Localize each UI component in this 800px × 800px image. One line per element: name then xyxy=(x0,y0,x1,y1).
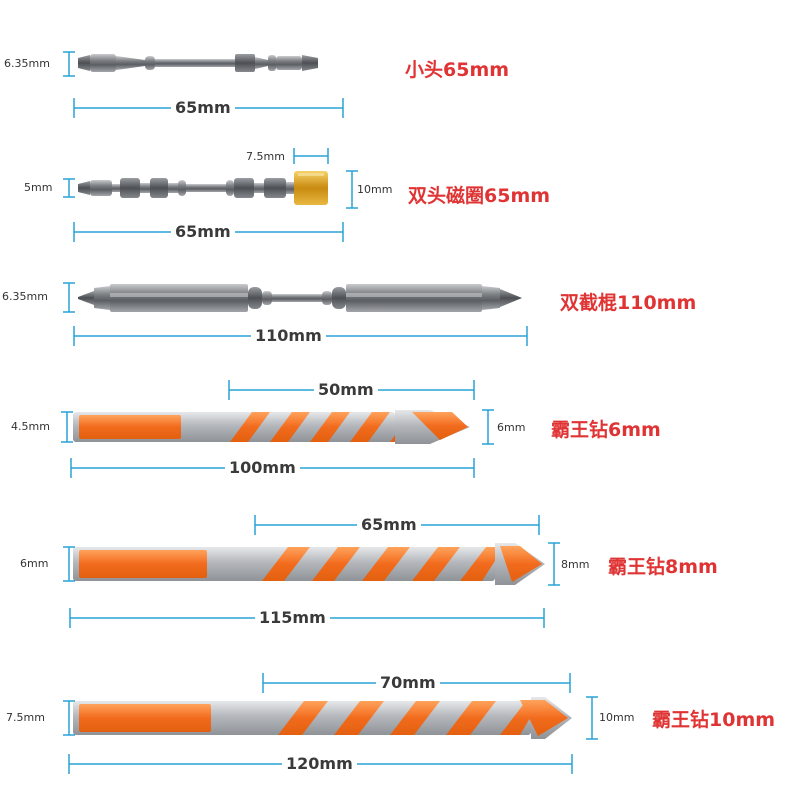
drill-1-tip-label: 6mm xyxy=(497,421,526,434)
drill-2-shank-label: 6mm xyxy=(20,557,49,570)
bit-1-diameter-label: 6.35mm xyxy=(4,57,50,70)
bit-2-drawing xyxy=(78,171,328,205)
drill-3-drawing xyxy=(73,697,572,739)
bit-1-caption: 小头65mm xyxy=(405,59,510,81)
drill-1-flute-label: 50mm xyxy=(314,380,378,399)
drill-1-length-label: 100mm xyxy=(225,458,300,477)
bit-3-drawing xyxy=(78,284,522,312)
drill-1-caption: 霸王钻6mm xyxy=(551,419,661,441)
dimension-lines xyxy=(61,51,598,774)
bit-1-length-label: 65mm xyxy=(171,98,235,117)
drill-2-caption: 霸王钻8mm xyxy=(608,556,718,578)
bit-2-length-label: 65mm xyxy=(171,222,235,241)
bit-2-diameter-label: 5mm xyxy=(24,181,53,194)
drill-1-shank-label: 4.5mm xyxy=(11,420,50,433)
bit-3-length-label: 110mm xyxy=(251,326,326,345)
drill-2-tip-label: 8mm xyxy=(561,558,590,571)
drill-2-flute-label: 65mm xyxy=(357,515,421,534)
bit-3-caption: 双截棍110mm xyxy=(560,292,697,314)
bit-1-drawing xyxy=(78,54,318,72)
drill-3-tip-label: 10mm xyxy=(599,711,635,724)
drill-2-drawing xyxy=(73,543,545,585)
bit-3-diameter-label: 6.35mm xyxy=(2,290,48,303)
drill-1-drawing xyxy=(73,410,470,444)
bit-2-ring-width-label: 7.5mm xyxy=(246,150,285,163)
drill-3-flute-label: 70mm xyxy=(376,673,440,692)
drill-3-length-label: 120mm xyxy=(282,754,357,773)
drill-3-caption: 霸王钻10mm xyxy=(652,709,776,731)
drill-3-shank-label: 7.5mm xyxy=(6,711,45,724)
bit-2-ring-diameter-label: 10mm xyxy=(357,183,393,196)
drill-2-length-label: 115mm xyxy=(255,608,330,627)
bit-2-caption: 双头磁圈65mm xyxy=(408,185,551,207)
